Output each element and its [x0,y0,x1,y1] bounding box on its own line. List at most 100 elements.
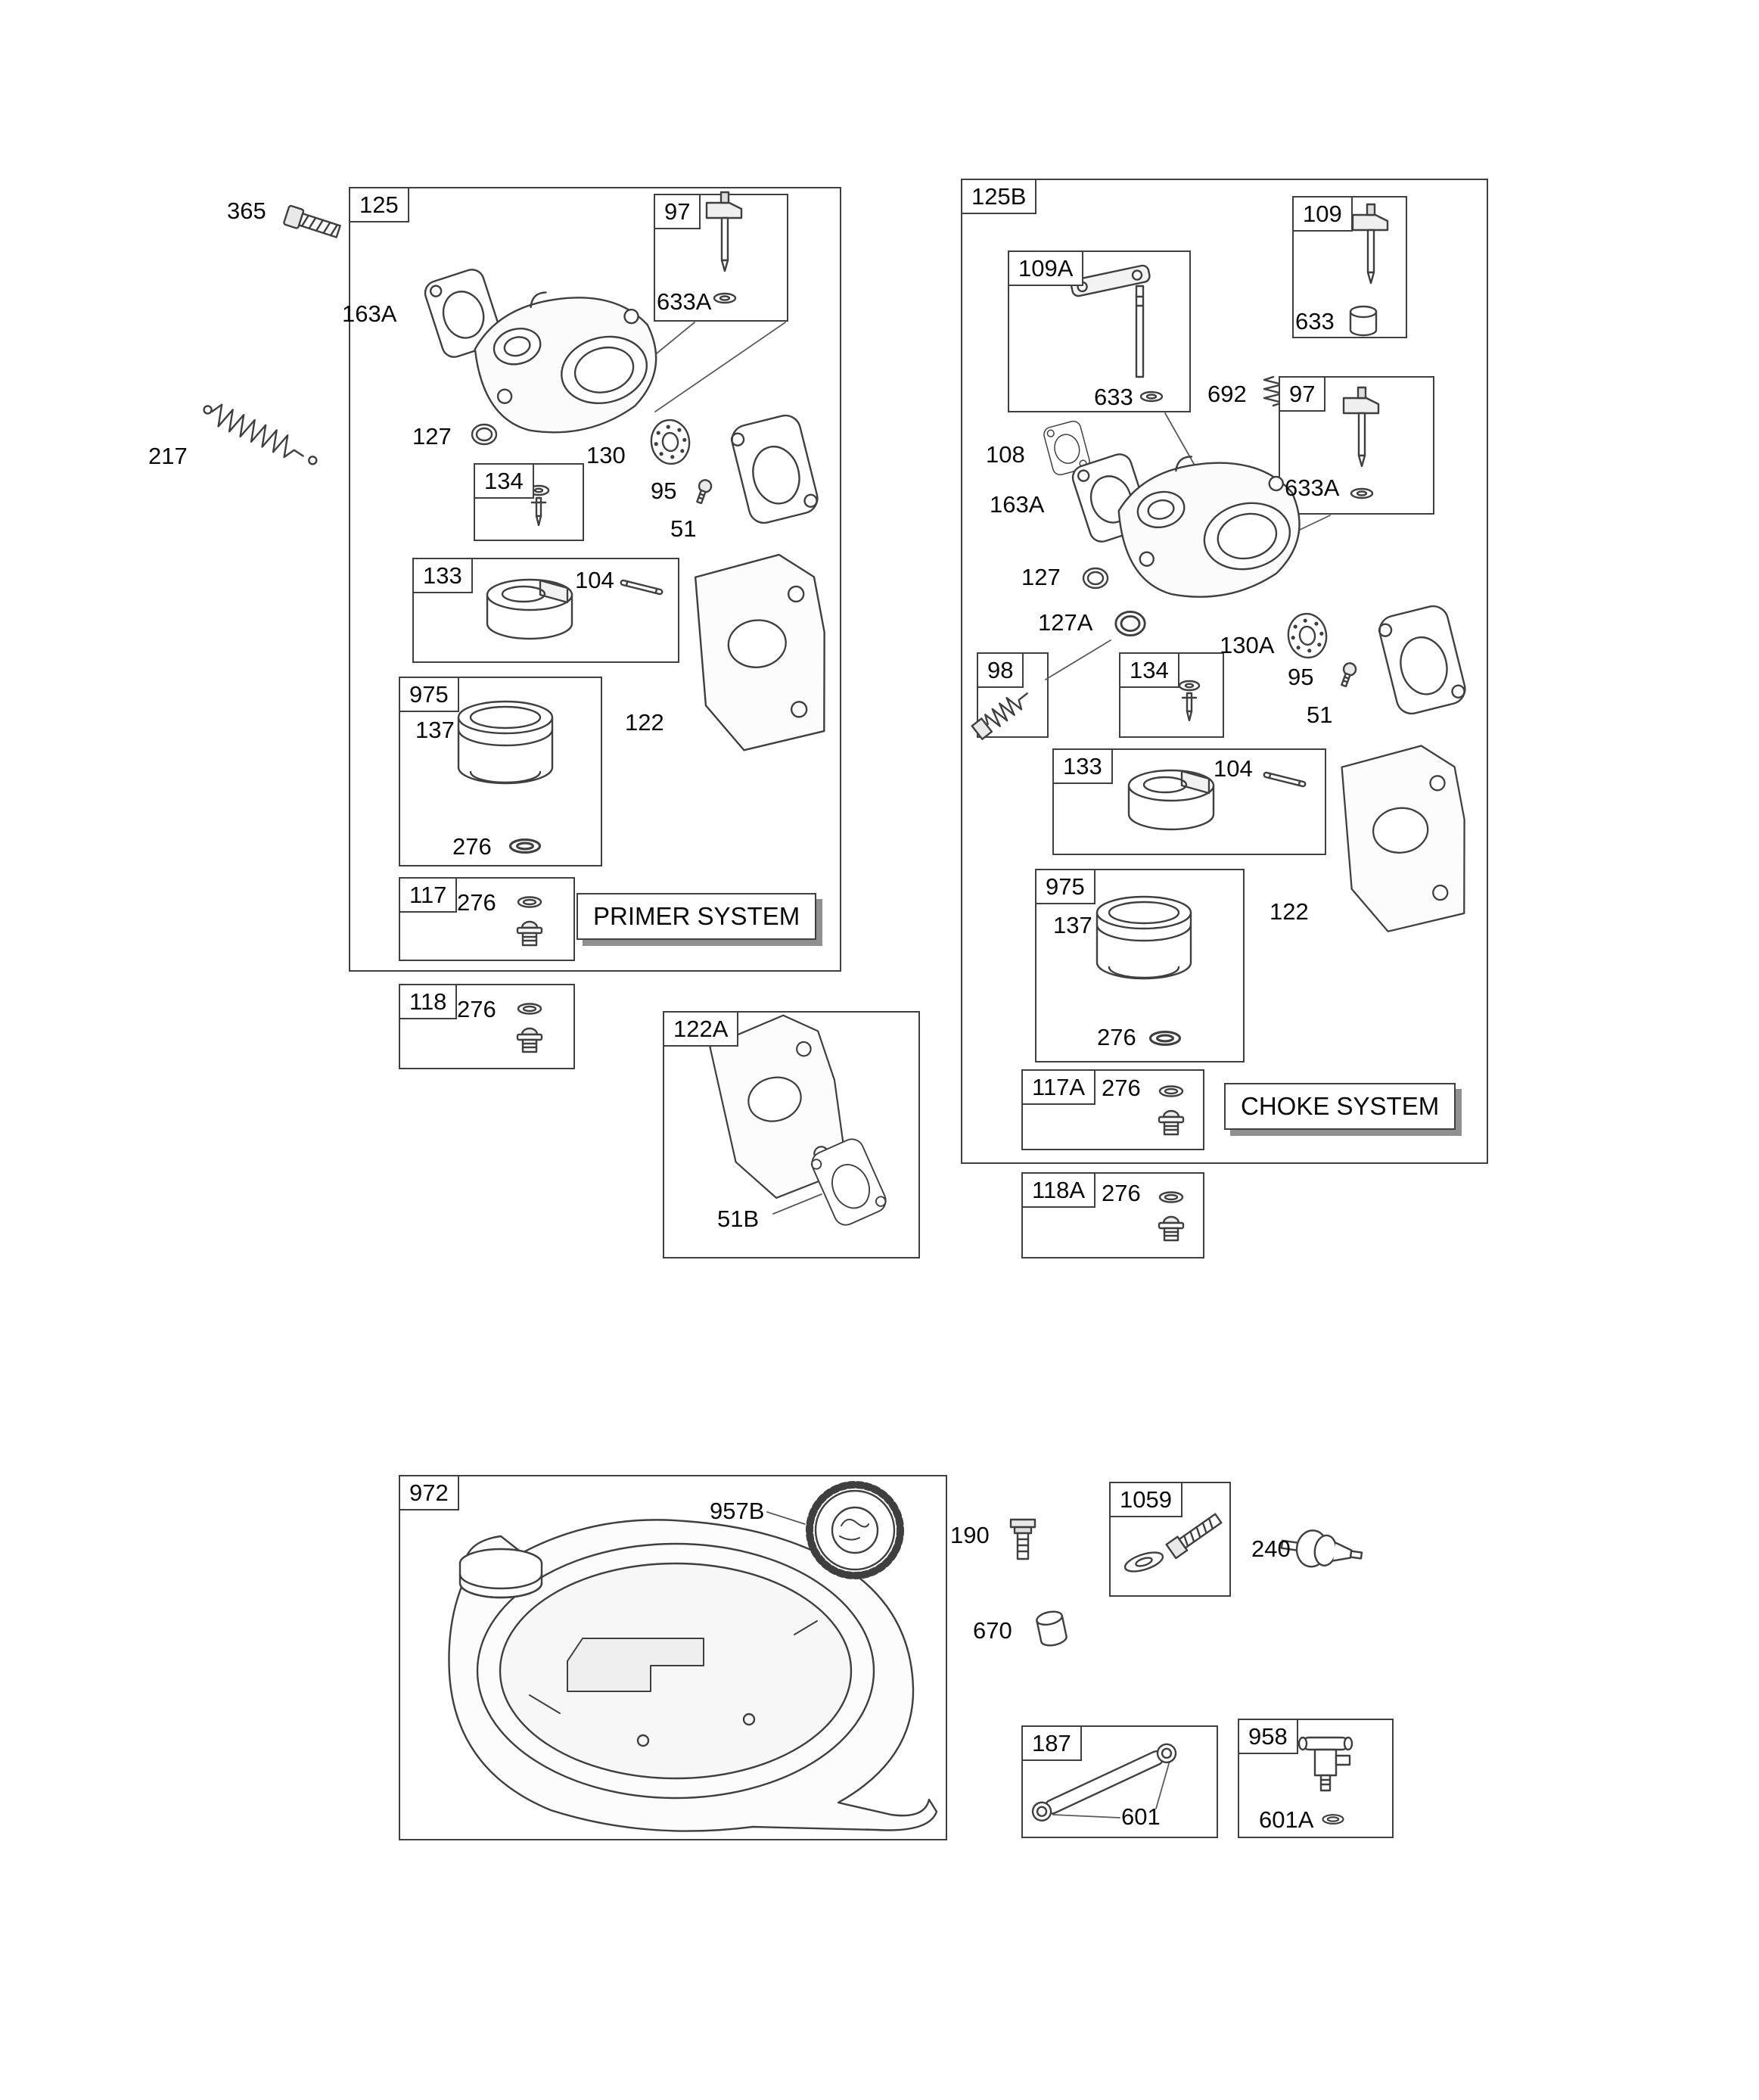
part-tag-118A: 118A [1021,1172,1096,1209]
screw-95-choke [1337,660,1359,689]
part-callout-130: 130 [586,442,626,468]
part-callout-365: 365 [227,198,266,224]
gasket-51-choke [1375,602,1469,718]
hinge-pin-104-primer [619,579,664,596]
box-outline-117 [399,877,575,961]
part-tag-134-choke: 134 [1119,652,1179,689]
screw-365-drawing [283,204,341,238]
part-callout-633A-primer: 633A [657,288,712,315]
box-outline-118A [1021,1172,1204,1258]
screw-95-primer [692,477,714,506]
o-ring-127A [1114,610,1146,637]
fuel-line-187-drawing [1031,1743,1177,1822]
box-outline-187 [1021,1725,1218,1838]
cup-633-drawing [1349,305,1378,337]
part-callout-276-118A: 276 [1102,1180,1141,1206]
throttle-plate-130 [648,416,693,468]
part-tag-958: 958 [1238,1719,1298,1755]
shutoff-valve-958-drawing [1297,1736,1353,1792]
float-133-primer [486,578,573,640]
part-callout-276-117: 276 [457,889,496,916]
part-tag-98: 98 [977,652,1024,689]
part-callout-670: 670 [973,1617,1012,1644]
bolt-190-drawing [1009,1518,1036,1560]
gasket-51-primer [728,411,822,527]
part-tag-975-choke: 975 [1035,869,1095,905]
part-callout-957B: 957B [710,1498,765,1524]
part-tag-1059: 1059 [1109,1482,1183,1518]
bushing-670-drawing [1036,1610,1068,1647]
part-tag-187: 187 [1021,1725,1082,1762]
box-outline-133-primer [412,558,679,663]
inlet-needle-134-choke [1178,680,1201,722]
part-callout-276-117A: 276 [1102,1075,1141,1101]
fuel-cap-957B-drawing [806,1481,904,1579]
washer-633A-choke [1350,487,1374,499]
choke-system-title: CHOKE SYSTEM [1224,1083,1456,1130]
part-callout-633A-choke: 633A [1285,474,1340,501]
part-callout-127-primer: 127 [412,423,452,450]
part-callout-51-choke: 51 [1307,702,1333,728]
part-tag-125: 125 [349,187,409,223]
part-callout-240: 240 [1251,1535,1291,1562]
box-outline-125B [961,179,1488,1164]
part-callout-633-cup: 633 [1295,308,1335,334]
box-outline-118 [399,984,575,1069]
box-outline-97-choke [1279,376,1434,515]
part-tag-109A: 109A [1008,250,1084,287]
needle-109-drawing [1351,203,1389,285]
part-callout-601A: 601A [1259,1806,1314,1833]
part-callout-163A-choke: 163A [990,491,1045,518]
part-tag-134-primer: 134 [474,463,534,499]
box-outline-975-choke [1035,869,1245,1062]
part-callout-104-primer: 104 [575,567,614,593]
idle-screw-98-drawing [971,692,1028,740]
part-tag-97-primer: 97 [654,194,701,230]
part-callout-95-choke: 95 [1288,664,1314,690]
part-tag-109: 109 [1292,196,1353,232]
fuel-bowl-975-primer [457,700,554,785]
primer-grommet-117A [1158,1085,1185,1136]
primer-grommet-117 [516,896,543,947]
part-callout-130A: 130A [1220,632,1275,658]
choke-lever-109A-drawing [1070,264,1151,378]
fuel-tank-972-drawing [448,1519,938,1832]
part-callout-127A: 127A [1038,609,1093,636]
part-callout-601: 601 [1121,1803,1161,1830]
o-ring-276-bowl-choke [1148,1030,1182,1047]
part-callout-108: 108 [986,441,1025,468]
o-ring-633-lever [1139,390,1164,403]
box-outline-122A [663,1011,920,1258]
part-callout-633-lever: 633 [1094,384,1133,410]
part-callout-692: 692 [1207,381,1247,407]
bracket-plate-122-primer [690,549,837,755]
box-outline-109A [1008,250,1191,412]
part-tag-975-primer: 975 [399,677,459,713]
screw-1059-drawing [1165,1513,1223,1560]
box-outline-117A [1021,1069,1204,1150]
part-callout-51B: 51B [717,1206,760,1232]
fuel-bowl-975-choke [1095,895,1192,980]
part-callout-51-primer: 51 [670,515,697,542]
box-outline-972 [399,1475,947,1840]
part-callout-122-primer: 122 [625,709,664,736]
hinge-pin-104-choke [1262,771,1307,788]
part-callout-276-118: 276 [457,996,496,1022]
fuel-filter-240-drawing [1280,1529,1363,1568]
o-ring-601A-drawing [1322,1814,1344,1825]
part-tag-972: 972 [399,1475,459,1511]
part-tag-97-choke: 97 [1279,376,1326,412]
carburetor-body-choke [1108,436,1313,614]
part-callout-163A-primer: 163A [342,300,397,327]
part-tag-117A: 117A [1021,1069,1096,1106]
o-ring-276-bowl-primer [508,838,542,854]
part-callout-122-choke: 122 [1270,898,1309,925]
part-tag-122A: 122A [663,1011,739,1047]
choke-shaft-97-choke [1342,386,1380,468]
part-tag-125B: 125B [961,179,1037,215]
part-callout-190: 190 [950,1522,990,1548]
part-tag-118: 118 [399,984,458,1020]
bracket-plate-122-choke [1336,741,1477,936]
o-ring-127-choke [1082,567,1109,590]
